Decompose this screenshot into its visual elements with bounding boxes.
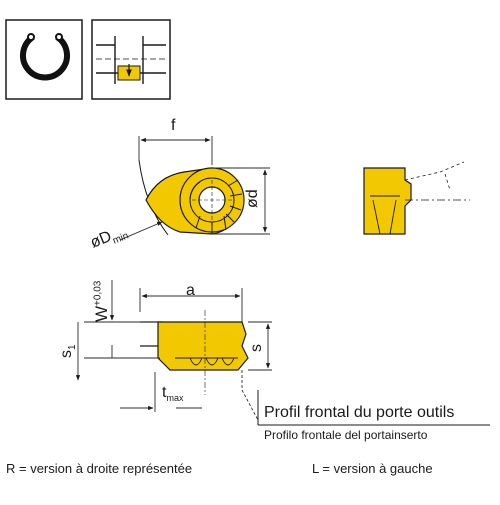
dim-W-label: W+0,03 bbox=[92, 280, 111, 322]
insert-front-view bbox=[119, 136, 270, 241]
dim-s-label: s bbox=[248, 344, 265, 352]
insert-side-view bbox=[363, 161, 470, 235]
dim-tmax-label: tmax bbox=[162, 384, 184, 404]
dim-f-label: f bbox=[171, 117, 176, 134]
dim-d-label: ød bbox=[244, 189, 261, 208]
insert-profile-view bbox=[75, 280, 490, 426]
profile-caption-fr: Profil frontal du porte outils bbox=[264, 404, 455, 421]
right-version-note: R = version à droite représentée bbox=[6, 461, 193, 476]
circlip-ring-icon bbox=[5, 19, 83, 100]
groove-section-icon bbox=[91, 19, 171, 100]
profile-caption-it: Profilo frontale del portainserto bbox=[264, 428, 428, 442]
left-version-note: L = version à gauche bbox=[312, 461, 433, 476]
dim-a-label: a bbox=[186, 282, 195, 299]
dim-s1-label: s1 bbox=[58, 344, 79, 358]
